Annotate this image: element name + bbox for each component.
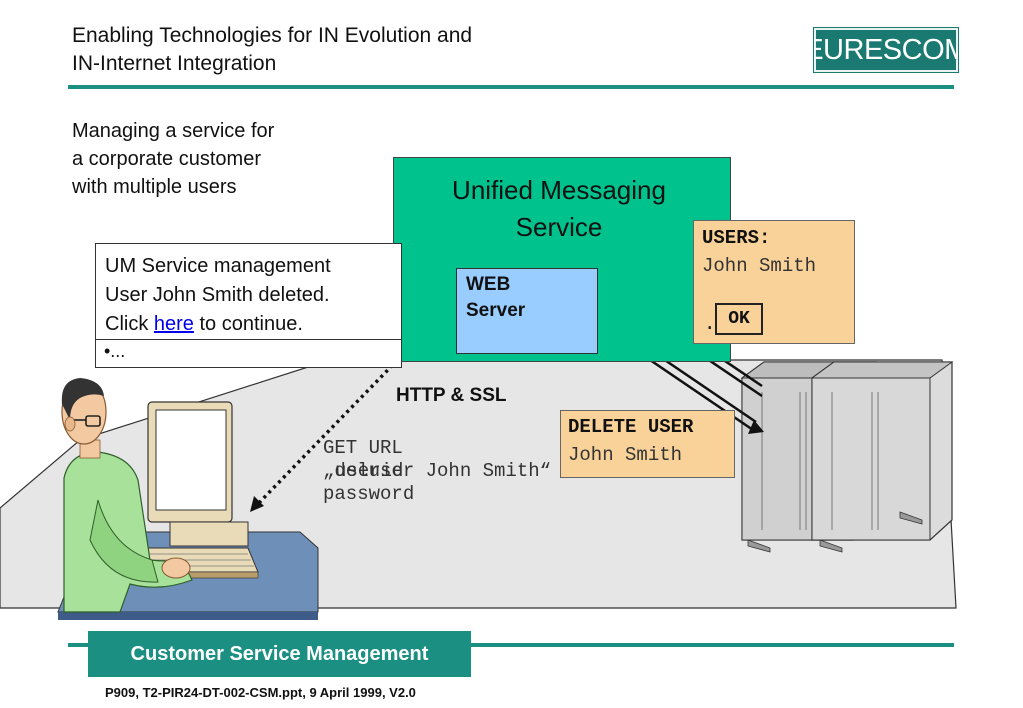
footer-divider	[68, 643, 954, 647]
computer-monitor-icon	[119, 401, 259, 579]
message-line-3-prefix: Click	[105, 313, 154, 335]
request-line-2-wrap: „deluser John Smith“ userid	[323, 460, 551, 483]
request-line-1: GET URL	[323, 437, 403, 459]
document-info: P909, T2-PIR24-DT-002-CSM.ppt, 9 April 1…	[105, 685, 416, 700]
web-server-label-line1: WEB	[466, 274, 511, 295]
intro-text: Managing a service for a corporate custo…	[72, 117, 274, 201]
intro-line-2: a corporate customer	[72, 148, 261, 170]
web-server-box	[456, 268, 598, 354]
request-line-3: password	[323, 483, 415, 505]
slide-title-line2: IN-Internet Integration	[72, 52, 277, 75]
message-line-2: User John Smith deleted.	[105, 284, 330, 306]
protocol-label: HTTP & SSL	[396, 385, 507, 406]
users-dot: .	[704, 313, 716, 335]
service-title: Unified Messaging Service	[393, 172, 725, 246]
message-line-3-suffix: to continue.	[193, 313, 303, 335]
users-heading: USERS:	[702, 227, 771, 249]
service-title-line1: Unified Messaging	[452, 175, 666, 205]
message-line-3: Click here to continue.	[105, 310, 331, 339]
web-server-label-line2: Server	[466, 300, 526, 321]
message-line-1: UM Service management	[105, 255, 331, 277]
delete-user-heading: DELETE USER	[568, 416, 694, 438]
message-window	[95, 243, 402, 368]
footer-tab-label: Customer Service Management	[130, 642, 429, 665]
slide-title-line1: Enabling Technologies for IN Evolution a…	[72, 24, 473, 47]
intro-line-3: with multiple users	[72, 176, 237, 198]
message-text: UM Service management User John Smith de…	[105, 252, 331, 339]
users-name: John Smith	[702, 255, 817, 277]
http-arrow-head-bottom	[250, 496, 264, 512]
user-person-icon	[61, 378, 193, 613]
message-divider	[95, 339, 402, 340]
request-text: GET URL „deluser John Smith“ userid pass…	[323, 437, 551, 506]
intro-line-1: Managing a service for	[72, 120, 275, 142]
continue-link[interactable]: here	[153, 313, 194, 335]
slide-title: Enabling Technologies for IN Evolution a…	[72, 22, 472, 78]
server-rack-icon	[740, 361, 954, 553]
logo-text: EURESCOM	[804, 33, 968, 66]
request-line-2-overlay: userid	[335, 460, 404, 482]
header-divider	[68, 85, 954, 89]
delete-user-panel	[560, 410, 735, 478]
message-bullet: •...	[104, 341, 126, 361]
service-title-line2: Service	[515, 212, 603, 242]
footer-tab: Customer Service Management	[88, 631, 471, 677]
delete-user-name: John Smith	[568, 444, 683, 466]
ok-button[interactable]: OK	[715, 303, 763, 335]
web-server-label: WEB Server	[466, 272, 525, 324]
request-line-2: „deluser John Smith“	[323, 460, 552, 482]
eurescom-logo: EURESCOM	[804, 27, 968, 73]
desk-edge	[58, 612, 318, 620]
